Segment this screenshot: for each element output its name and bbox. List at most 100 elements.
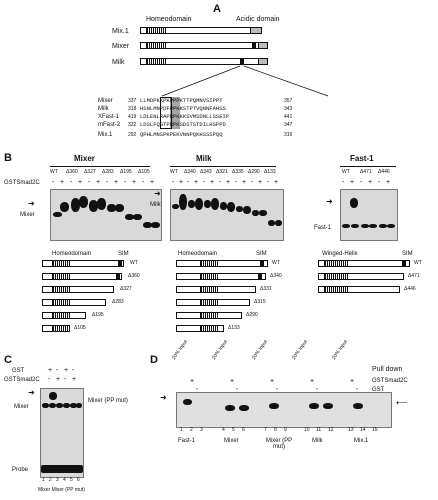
alignment-start: 337: [128, 98, 137, 104]
mix1-acidic-domain: [250, 27, 262, 34]
lane-number: 1: [42, 477, 45, 483]
mixer-gel-title: Mixer: [74, 154, 95, 163]
lane-label: Δ283: [102, 169, 114, 175]
pull-down-label: Pull down: [372, 366, 403, 373]
lane-number: 5: [70, 477, 73, 483]
construct-homeodomain: [52, 260, 70, 267]
alignment-name: mFast-2: [98, 122, 121, 128]
lane-label: Δ327: [84, 169, 96, 175]
input-label: 20% Input: [211, 339, 229, 361]
pm-sign: -: [64, 376, 67, 383]
pm-sign: -: [72, 367, 75, 374]
milk-schematic-homeodomain: Homeodomain: [178, 251, 218, 257]
mixer-plus-minus-row: - + - + - + - + - + - +: [50, 179, 160, 187]
gel-band: [211, 198, 219, 210]
construct-homeodomain: [200, 260, 218, 267]
input-label: 20% Input: [251, 339, 269, 361]
construct-winged-helix: [324, 286, 348, 293]
construct-sim: [260, 260, 264, 267]
milk-lane-labels: WT Δ340 Δ343 Δ321 Δ335 Δ290 Δ133: [170, 168, 282, 178]
construct-sim: [258, 273, 262, 280]
panel-b-letter: B: [4, 152, 12, 164]
pm-sign: -: [56, 367, 59, 374]
pm-sign: -: [106, 179, 109, 186]
lane-number: 10: [304, 427, 310, 433]
alignment-row-milk: Milk 318 HSNLMNPDFPPKKSTPTVQNNFAHSS 343: [98, 105, 338, 113]
gel-band: [179, 194, 187, 210]
gel-band: [79, 196, 88, 208]
gel-band: [195, 198, 203, 210]
milk-band-label: Milk: [150, 202, 161, 208]
construct-bar: [318, 286, 400, 293]
pm-sign: -: [276, 386, 279, 393]
construct-label: Δ195: [92, 312, 104, 318]
alignment-start: 292: [128, 132, 137, 138]
gel-band: [220, 202, 227, 210]
pm-sign: -: [187, 179, 190, 186]
alignment-name: Mix.1: [98, 132, 113, 138]
alignment-row-xfast1: XFast-1 419 LDLENLRAPRPKKKSVMSDNLLSSEIP …: [98, 113, 338, 121]
gel-band: [259, 210, 267, 216]
fast1-band-label: Fast-1: [314, 225, 332, 231]
panel-a-letter: A: [213, 3, 221, 15]
pm-sign: -: [316, 386, 319, 393]
construct-label: Δ315: [254, 299, 266, 305]
lane-label: Δ471: [360, 169, 372, 175]
fast1-plus-minus-row: - + - + - +: [340, 179, 400, 187]
group-label: Fast-1: [178, 438, 196, 444]
lane-number: 6: [77, 477, 80, 483]
alignment-name: Milk: [98, 106, 109, 112]
pm-sign: +: [230, 378, 235, 385]
mixer-band-label: Mixer: [20, 212, 35, 218]
milk-arrow-icon: ➜: [154, 189, 161, 198]
pm-sign: -: [219, 179, 222, 186]
milk-acidic-domain: [258, 58, 268, 65]
construct-label: Δ283: [112, 299, 124, 305]
group-label: Mixer: [224, 438, 239, 444]
pm-sign: -: [360, 179, 363, 186]
fast1-lane-labels: WT Δ471 Δ446: [340, 168, 400, 178]
alignment-end: 357: [284, 98, 293, 104]
gel-band: [63, 403, 70, 408]
pm-sign: -: [236, 386, 239, 393]
lane-number: 13: [348, 427, 354, 433]
lane-label: Δ290: [248, 169, 260, 175]
lane-label: WT: [342, 169, 350, 175]
gel-band: [133, 214, 142, 220]
alignment-sequence: QPHLMNSPKPEKVNNPQKHSSSPQQ: [140, 131, 223, 138]
lane-number: 2: [49, 477, 52, 483]
lane-label: WT: [50, 169, 58, 175]
alignment-end: 347: [284, 122, 293, 128]
pm-sign: +: [350, 378, 355, 385]
panel-d-letter: D: [150, 354, 158, 366]
construct-sim: [116, 273, 120, 280]
fast1-schematic-winged-helix: Winged-Helix: [322, 251, 358, 257]
construct-label: Δ290: [246, 312, 258, 318]
pm-sign: +: [226, 179, 231, 186]
alignment-row-mixer: Mixer 337 LLMDPKKPKPPPKTTPQMNVSIPPT 357: [98, 97, 338, 105]
alignment-sequence: LDLENLRAPRPKKKSVMSDNLLSSEIP: [140, 113, 230, 120]
lane-label: Δ321: [216, 169, 228, 175]
protein-label-mix1: Mix.1: [112, 28, 129, 35]
pm-sign: +: [310, 378, 315, 385]
construct-label: Δ471: [408, 273, 420, 279]
homeodomain-label: Homeodomain: [146, 16, 192, 23]
fast1-arrow-icon: ➜: [326, 197, 333, 206]
lane-number: 4: [222, 427, 225, 433]
pm-sign: -: [52, 179, 55, 186]
construct-bar: [42, 273, 122, 280]
panel-d-left-arrow-icon: ➜: [160, 393, 167, 402]
construct-homeodomain: [200, 286, 218, 293]
panel-c-probe-label: Probe: [12, 467, 29, 473]
pm-sign: +: [258, 179, 263, 186]
construct-homeodomain: [52, 286, 70, 293]
pm-sign: +: [72, 376, 77, 383]
protein-label-mixer: Mixer: [112, 43, 130, 50]
gel-band: [227, 202, 235, 212]
lane-number: 6: [242, 427, 245, 433]
lane-label: Δ335: [232, 169, 244, 175]
lane-number: 7: [264, 427, 267, 433]
lane-label: Δ340: [184, 169, 196, 175]
group-label: Mix.1: [354, 438, 369, 444]
gel-band: [323, 403, 333, 409]
